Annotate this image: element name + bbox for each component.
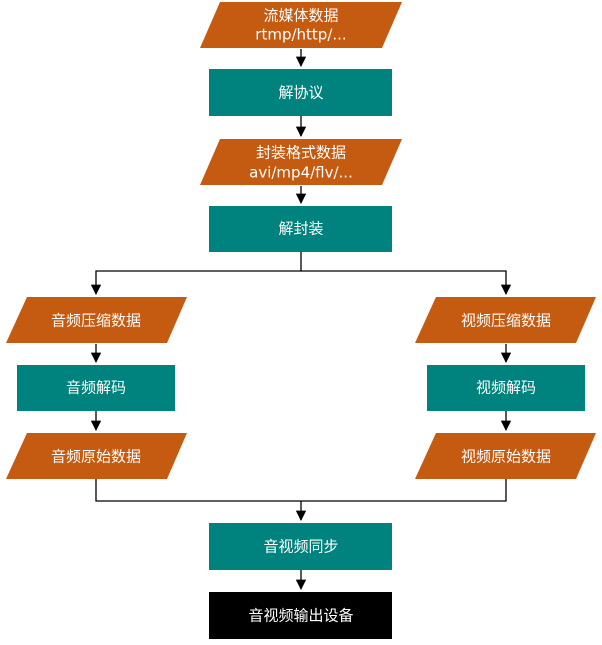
output-shape <box>209 592 392 639</box>
node-video-compressed: 视频压缩数据 <box>415 297 596 343</box>
node-stream-data-subtitle: rtmp/http/... <box>255 26 346 44</box>
node-video-compressed-label: 视频压缩数据 <box>461 312 551 330</box>
node-stream-data-title: 流媒体数据 <box>263 7 338 25</box>
edge-demux-split-right <box>301 270 512 296</box>
node-video-decode-label: 视频解码 <box>476 379 536 397</box>
node-demux: 解封装 <box>209 206 392 252</box>
node-demux-label: 解封装 <box>278 220 323 238</box>
process-shape <box>209 523 392 570</box>
node-video-raw-label: 视频原始数据 <box>461 448 551 466</box>
data-shape <box>415 433 596 479</box>
node-audio-raw-label: 音频原始数据 <box>51 448 141 466</box>
edge-audio-raw-merge <box>95 479 507 502</box>
node-av-sync: 音视频同步 <box>209 523 392 570</box>
node-av-sync-label: 音视频同步 <box>263 538 338 556</box>
data-shape <box>6 433 187 479</box>
node-audio-compressed-label: 音频压缩数据 <box>51 312 141 330</box>
node-av-output-label: 音视频输出设备 <box>248 607 353 625</box>
node-audio-compressed: 音频压缩数据 <box>6 297 187 343</box>
node-deprotocol: 解协议 <box>209 69 392 116</box>
node-deprotocol-label: 解协议 <box>278 84 323 102</box>
process-shape <box>17 365 175 411</box>
node-container-data: 封装格式数据 avi/mp4/flv/... <box>200 139 402 185</box>
data-shape <box>200 139 402 185</box>
node-video-raw: 视频原始数据 <box>415 433 596 479</box>
node-video-decode: 视频解码 <box>427 365 585 411</box>
node-av-output: 音视频输出设备 <box>209 592 392 639</box>
process-shape <box>209 206 392 252</box>
process-shape <box>209 69 392 116</box>
node-audio-raw: 音频原始数据 <box>6 433 187 479</box>
node-container-data-title: 封装格式数据 <box>256 144 346 162</box>
data-shape <box>415 297 596 343</box>
process-shape <box>427 365 585 411</box>
node-audio-decode-label: 音频解码 <box>66 379 126 397</box>
data-shape <box>6 297 187 343</box>
data-shape <box>200 2 402 48</box>
node-stream-data: 流媒体数据 rtmp/http/... <box>200 2 402 48</box>
edges <box>90 49 512 591</box>
edge-demux-split <box>90 252 302 296</box>
node-container-data-subtitle: avi/mp4/flv/... <box>249 164 353 182</box>
node-audio-decode: 音频解码 <box>17 365 175 411</box>
